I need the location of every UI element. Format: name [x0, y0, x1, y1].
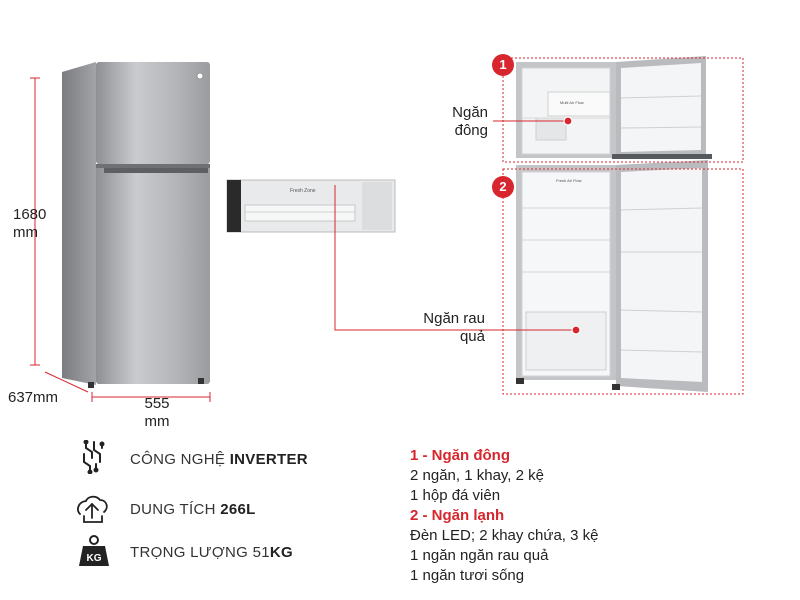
weight-icon-text: KG [87, 553, 102, 564]
freezer-callout: Ngăn đông [420, 104, 488, 140]
inverter-chip-icon [80, 439, 108, 475]
freezer-zone-badge: 1 [492, 54, 514, 76]
feature-weight-value: KG [269, 544, 294, 561]
depth-dimension-label: 637mm [8, 389, 59, 406]
feature-capacity-label: DUNG TÍCH [130, 501, 221, 518]
feature-inverter: CÔNG NGHỆ INVERTER [130, 451, 308, 468]
freezer-spec-line: 2 ngăn, 1 khay, 2 kệ [410, 467, 544, 484]
width-dimension-label: 555 mm [137, 395, 177, 431]
depth-dimension-line [44, 371, 89, 393]
width-unit: mm [144, 413, 170, 430]
width-value: 555 [144, 395, 170, 412]
fridge-spec-line: 1 ngăn tươi sống [410, 567, 525, 584]
feature-weight-label: TRỌNG LƯỢNG 51 [130, 544, 270, 561]
freezer-callout-line1: Ngăn [452, 104, 488, 121]
fridge-zone-frame [502, 168, 744, 395]
fridge-spec-line: 1 ngăn ngăn rau quả [410, 547, 549, 564]
capacity-icon [74, 492, 110, 524]
height-unit: mm [13, 224, 38, 241]
crisper-callout-line2: quả [459, 328, 485, 345]
height-dimension-line [30, 77, 40, 366]
freezer-zone-frame [502, 57, 744, 163]
fridge-spec-line: Đèn LED; 2 khay chứa, 3 kệ [410, 527, 599, 544]
feature-inverter-value: INVERTER [229, 451, 308, 468]
svg-text:Fresh Air Flow: Fresh Air Flow [556, 178, 582, 183]
freezer-spec-title: 1 - Ngăn đông [410, 447, 510, 464]
feature-inverter-label: CÔNG NGHỆ [130, 451, 230, 468]
shelf-detail-photo: Fresh Zone [226, 179, 396, 233]
feature-capacity: DUNG TÍCH 266L [130, 501, 256, 518]
fridge-zone-badge: 2 [492, 176, 514, 198]
height-dimension-label: 1680 mm [13, 206, 46, 242]
svg-text:Multi Air Flow: Multi Air Flow [560, 100, 584, 105]
crisper-callout-line [334, 185, 581, 335]
freezer-callout-line [493, 116, 573, 126]
fridge-spec-title: 2 - Ngăn lạnh [410, 507, 505, 524]
feature-capacity-value: 266L [220, 501, 256, 518]
freezer-spec-line: 1 hộp đá viên [410, 487, 501, 504]
weight-kg-icon: KG [77, 534, 111, 568]
crisper-callout-line1: Ngăn rau [423, 310, 485, 327]
crisper-callout: Ngăn rau quả [400, 310, 485, 346]
closed-fridge [62, 62, 210, 388]
svg-text:Fresh Zone: Fresh Zone [290, 188, 316, 194]
open-fridge: Multi Air Flow Fresh Air Flow [516, 56, 712, 392]
spec-list: 1 - Ngăn đông 2 ngăn, 1 khay, 2 kệ 1 hộp… [410, 446, 790, 586]
feature-weight: TRỌNG LƯỢNG 51KG [130, 544, 293, 561]
height-value: 1680 [13, 206, 47, 223]
freezer-callout-line2: đông [454, 122, 488, 139]
width-dimension-line [91, 392, 211, 402]
